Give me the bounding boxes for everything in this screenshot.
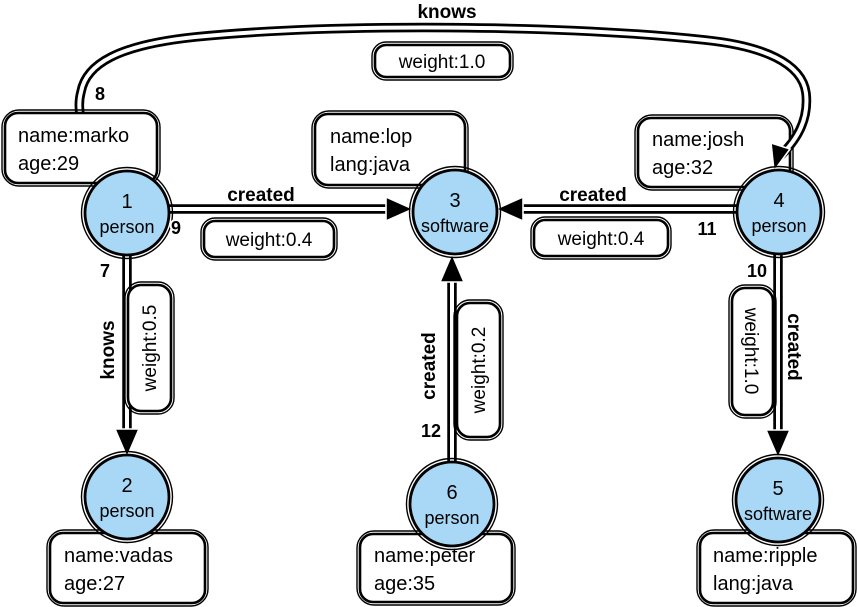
weight-value: weight:1.0 <box>740 307 761 395</box>
weight-box-knows-1-2: weight:0.5 <box>124 281 175 415</box>
edge-label-created-far: created <box>783 313 804 381</box>
weight-box-knows-1-4: weight:1.0 <box>371 41 514 81</box>
node-type: person <box>751 216 806 236</box>
prop-line: name:lop <box>330 126 412 148</box>
edge-id-10: 10 <box>747 261 767 281</box>
node-type: person <box>99 217 154 237</box>
node-6-peter <box>405 457 499 551</box>
edge-created-4-3 <box>494 195 738 223</box>
node-5-ripple <box>731 453 825 547</box>
node-2-vadas <box>80 450 174 544</box>
edge-knows-1-4 <box>74 22 812 184</box>
arrowhead-into-2 <box>113 428 141 460</box>
node-4-josh <box>732 165 826 259</box>
prop-line: age:32 <box>652 157 713 179</box>
edge-id-7: 7 <box>100 261 110 281</box>
node-id: 1 <box>121 191 132 213</box>
prop-line: name:ripple <box>713 545 818 567</box>
arrowhead-into-3-bottom <box>438 251 466 283</box>
edge-id-12: 12 <box>421 421 441 441</box>
weight-value: weight:1.0 <box>398 52 486 73</box>
arrowhead-into-3-left <box>385 195 415 223</box>
prop-line: name:peter <box>374 545 476 567</box>
weight-box-created-4-3: weight:0.4 <box>530 216 672 260</box>
weight-box-created-6-3: weight:0.2 <box>453 299 504 441</box>
prop-line: age:29 <box>18 153 79 175</box>
prop-line: lang:java <box>713 573 794 595</box>
node-3-lop <box>408 165 502 259</box>
weight-box-created-1-3: weight:0.4 <box>200 217 338 261</box>
edge-id-8: 8 <box>95 84 105 104</box>
node-id: 6 <box>446 482 457 504</box>
property-box-lop <box>311 110 469 189</box>
weight-box-created-4-5: weight:1.0 <box>728 284 777 419</box>
prop-line: age:27 <box>64 573 125 595</box>
edge-label-created-mid: created <box>419 332 440 400</box>
node-type: person <box>424 508 479 528</box>
property-box-marko <box>1 109 161 187</box>
arrowhead-into-4 <box>770 141 792 174</box>
weight-value: weight:0.2 <box>469 327 490 415</box>
node-type: software <box>421 216 489 236</box>
prop-line: age:35 <box>374 573 435 595</box>
edge-label-knows-top: knows <box>417 2 476 23</box>
edge-label-knows-vert: knows <box>98 320 119 379</box>
node-id: 5 <box>772 478 783 500</box>
edge-label-created-right: created <box>559 185 627 206</box>
prop-line: lang:java <box>330 154 411 176</box>
node-1-marko <box>80 166 174 260</box>
weight-value: weight:0.4 <box>225 230 313 251</box>
weight-value: weight:0.4 <box>557 229 645 250</box>
edge-created-4-5 <box>764 254 792 461</box>
node-id: 3 <box>449 190 460 212</box>
edge-created-1-3 <box>166 195 415 223</box>
prop-line: name:marko <box>18 125 129 147</box>
node-id: 4 <box>773 190 784 212</box>
prop-line: name:josh <box>652 129 744 151</box>
property-box-josh <box>634 114 794 191</box>
edge-id-11: 11 <box>697 219 716 239</box>
weight-value: weight:0.5 <box>140 305 161 393</box>
arrowhead-into-3-right <box>494 195 524 223</box>
prop-line: name:vadas <box>64 545 173 567</box>
node-id: 2 <box>121 475 132 497</box>
arrowhead-into-5 <box>764 429 792 461</box>
edge-created-6-3 <box>438 251 466 462</box>
edge-label-created-left: created <box>227 185 295 206</box>
node-type: person <box>99 501 154 521</box>
node-type: software <box>744 504 812 524</box>
edge-id-9: 9 <box>171 218 181 238</box>
